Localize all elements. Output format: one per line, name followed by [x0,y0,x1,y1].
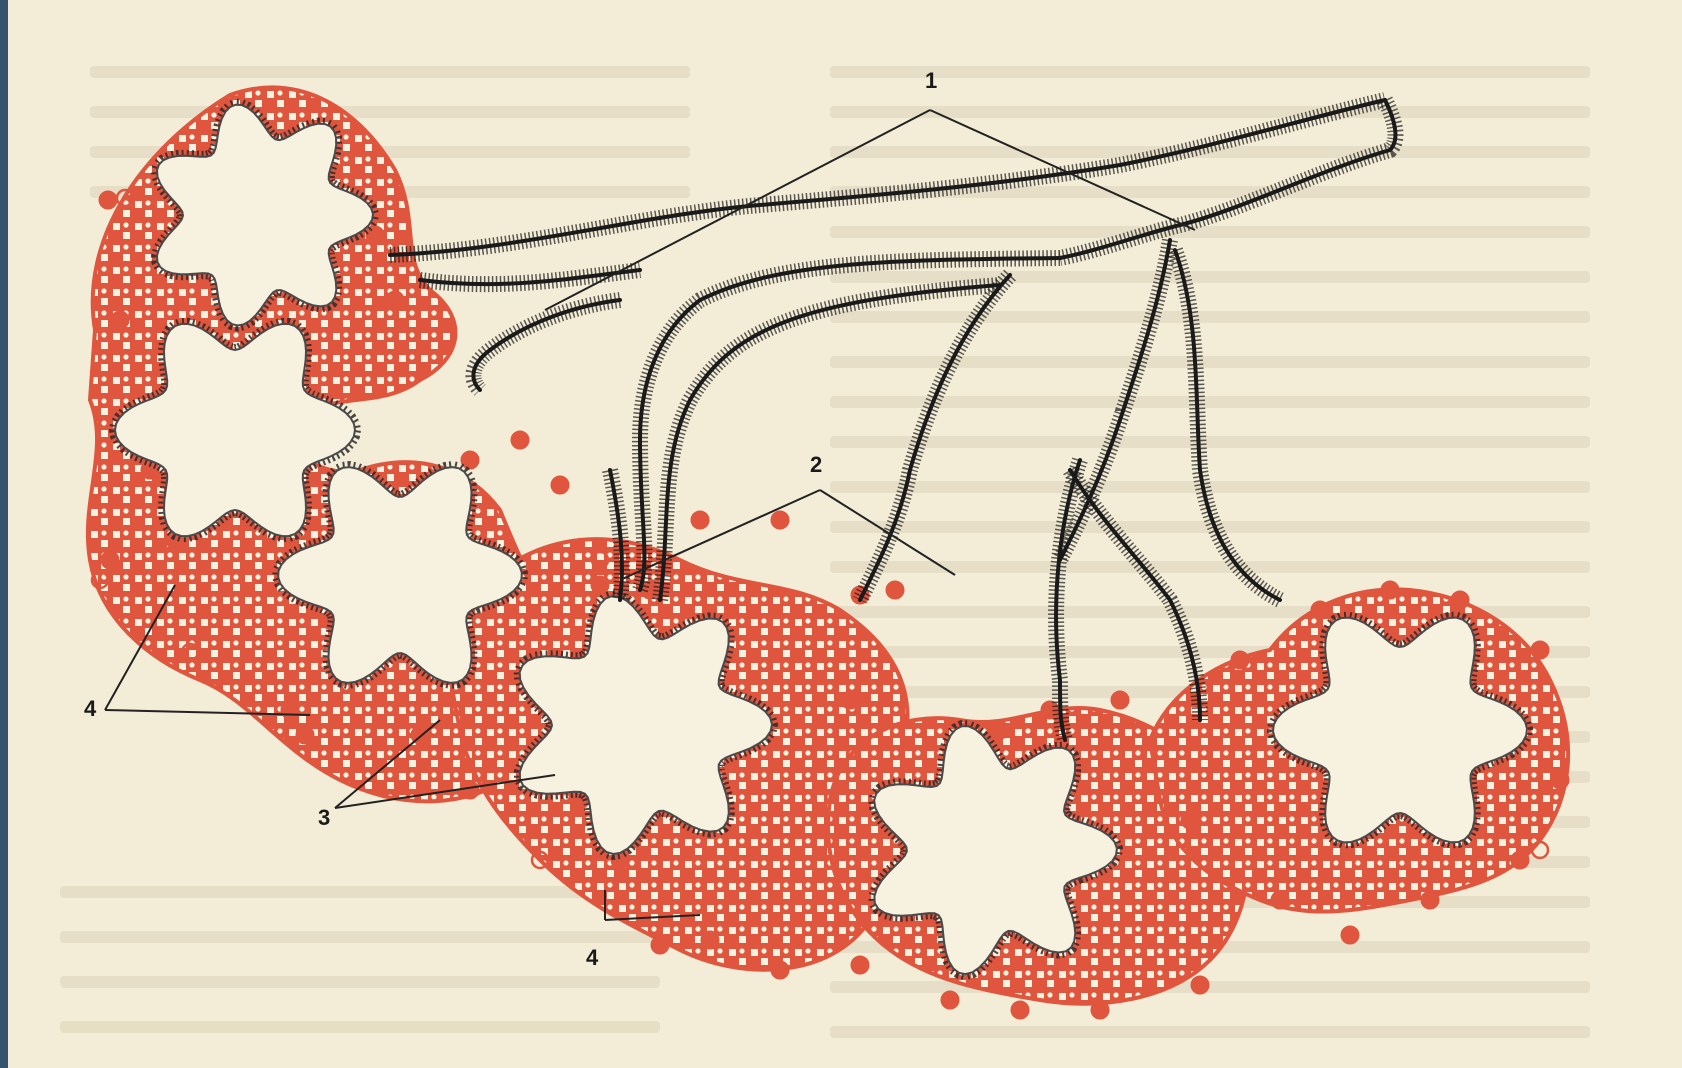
secretory-cell [941,991,959,1009]
excretory-duct [473,300,620,390]
secretory-cell [1381,581,1399,599]
secretory-cell [461,781,479,799]
secretory-cell [111,311,129,329]
secretory-cell [1421,891,1439,909]
secretory-cell [1311,601,1329,619]
secretory-cell [101,551,119,569]
ghost-line [90,106,690,118]
secretory-cell [771,961,789,979]
secretory-cell [386,291,404,309]
label-3: 3 [318,805,330,830]
secretory-cell-empty [1532,842,1548,858]
secretory-cell [1191,976,1209,994]
secretory-cell [691,511,709,529]
secretory-cell [1181,811,1199,829]
secretory-cell [511,431,529,449]
ghost-line [60,1021,660,1033]
ghost-line [830,396,1590,408]
ghost-line [830,226,1590,238]
secretory-cell [591,576,609,594]
label-4-bottom: 4 [586,945,599,970]
secretory-cell [1271,891,1289,909]
ghost-line [830,311,1590,323]
secretory-cell [281,701,299,719]
secretory-cell [99,191,117,209]
secretory-cell [1551,771,1569,789]
leader-label-2a [620,490,820,580]
ghost-line [60,976,660,988]
secretory-cell [841,691,859,709]
ghost-line [830,66,1590,78]
secretory-cell [771,511,789,529]
ghost-line [60,931,660,943]
duct-wall-texture [1175,250,1280,600]
secretory-cell [1531,641,1549,659]
secretory-cell [1091,1001,1109,1019]
label-1: 1 [925,68,937,93]
secretory-cell [461,451,479,469]
ghost-line [830,981,1590,993]
label-2: 2 [810,452,822,477]
secretory-cell [701,931,719,949]
duct-wall-texture [1070,470,1200,720]
secretory-cell [1341,926,1359,944]
ghost-line [830,1026,1590,1038]
excretory-duct [1070,470,1200,720]
secretory-cell [651,936,669,954]
ghost-line [830,521,1590,533]
secretory-cell [886,581,904,599]
ghost-line [830,271,1590,283]
leader-label-1b [930,110,1195,230]
ghost-line [90,66,690,78]
ghost-line [830,146,1590,158]
secretory-cell [1111,691,1129,709]
secretory-cell [1451,591,1469,609]
secretory-cell [851,956,869,974]
secretory-cell [551,476,569,494]
secretory-cell [1511,851,1529,869]
secretory-cell [991,721,1009,739]
label-4-left: 4 [84,696,97,721]
ghost-line [830,436,1590,448]
secretory-cell [1011,1001,1029,1019]
secretory-cell [296,726,314,744]
secretory-cell [1231,651,1249,669]
